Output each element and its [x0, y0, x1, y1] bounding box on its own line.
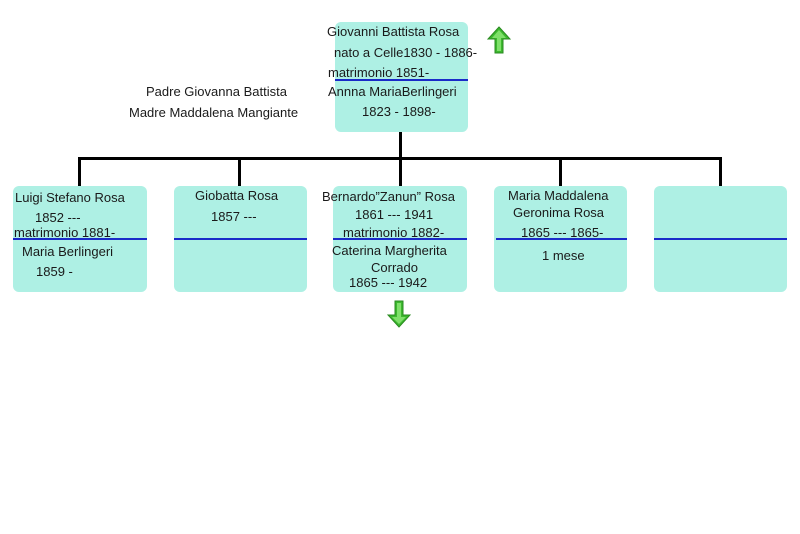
- root-birth: nato a Celle1830 - 1886-: [334, 45, 478, 60]
- child-5-divider: [654, 238, 787, 240]
- root-spouse-dates: 1823 - 1898-: [362, 104, 436, 119]
- child-4-divider: [496, 238, 627, 240]
- child-4-name-line1: Maria Maddalena: [508, 188, 609, 203]
- child-1-spouse-dates: 1859 -: [36, 264, 73, 279]
- child-4-dates: 1865 --- 1865-: [521, 225, 604, 240]
- green-down-arrow-icon[interactable]: [387, 300, 411, 328]
- child-3-spouse-line2: Corrado: [371, 260, 418, 275]
- child-1-name: Luigi Stefano Rosa: [15, 190, 125, 205]
- child-3-dates: 1861 --- 1941: [355, 207, 434, 222]
- child-connector-5: [719, 157, 722, 187]
- root-divider: [335, 79, 468, 81]
- root-marriage: matrimonio 1851-: [328, 65, 430, 80]
- child-connector-4: [559, 157, 562, 187]
- root-name: Giovanni Battista Rosa: [327, 24, 460, 39]
- child-connector-3: [399, 157, 402, 187]
- child-1-spouse: Maria Berlingeri: [22, 244, 114, 259]
- child-3-spouse-line1: Caterina Margherita: [332, 243, 447, 258]
- root-connector: [399, 132, 402, 160]
- child-2-divider: [174, 238, 307, 240]
- root-spouse: Annna MariaBerlingeri: [328, 84, 457, 99]
- child-4-name-line2: Geronima Rosa: [513, 205, 605, 220]
- child-4-note: 1 mese: [542, 248, 585, 263]
- child-3-divider: [333, 238, 467, 240]
- child-1-marriage: matrimonio 1881-: [14, 225, 116, 240]
- child-3-spouse-dates: 1865 --- 1942: [349, 275, 428, 290]
- child-2-dates: 1857 ---: [211, 209, 257, 224]
- father-label: Padre Giovanna Battista: [146, 84, 287, 99]
- green-up-arrow-icon[interactable]: [487, 26, 511, 54]
- child-connector-2: [238, 157, 241, 187]
- mother-label: Madre Maddalena Mangiante: [129, 105, 299, 120]
- child-2-name: Giobatta Rosa: [195, 188, 279, 203]
- child-3-name: Bernardo”Zanun” Rosa: [322, 189, 455, 204]
- child-3-marriage: matrimonio 1882-: [343, 225, 445, 240]
- root-person-card[interactable]: [335, 22, 468, 132]
- child-connector-1: [78, 157, 81, 187]
- child-1-dates: 1852 ---: [35, 210, 81, 225]
- child-1-divider: [13, 238, 147, 240]
